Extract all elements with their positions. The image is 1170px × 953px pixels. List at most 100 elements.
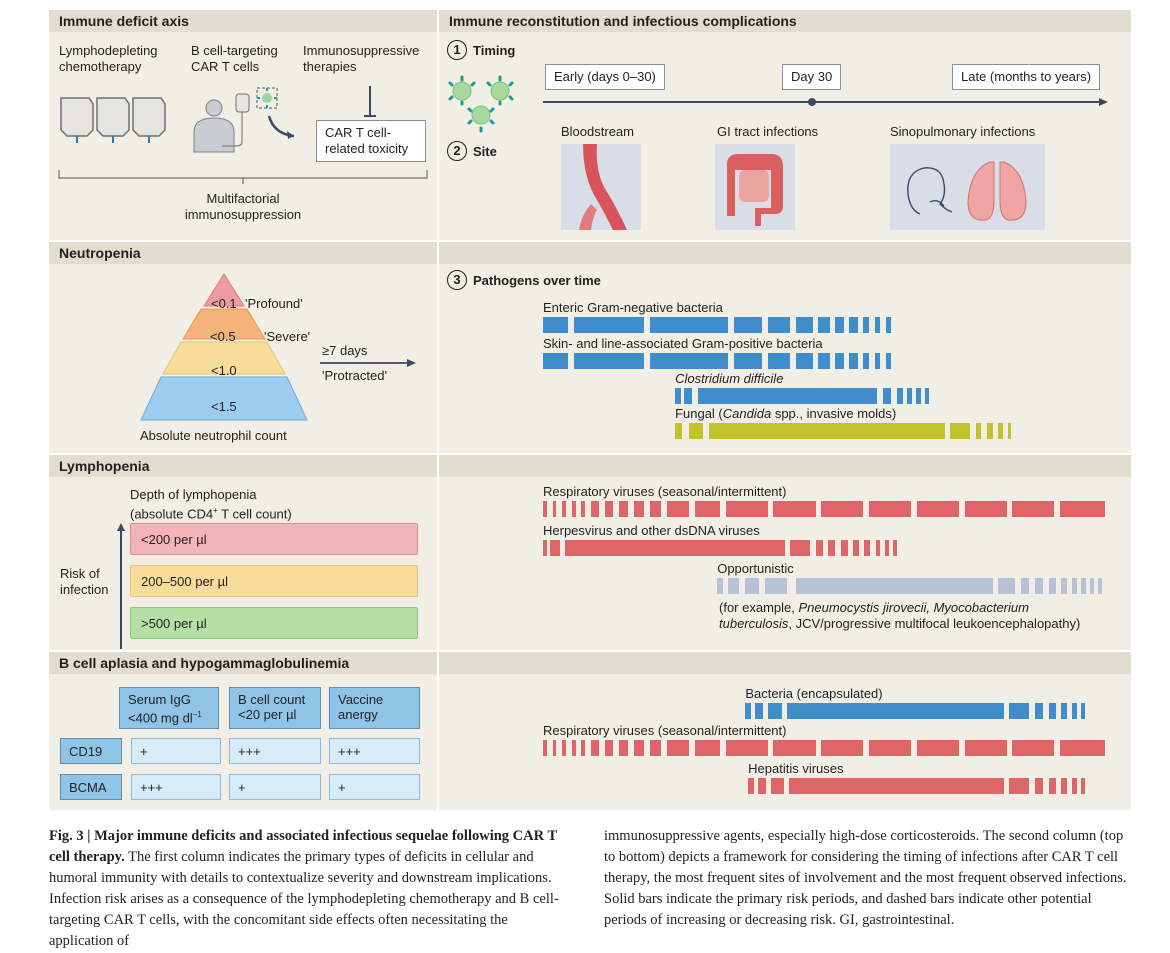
timeline-bar-segment [986, 423, 993, 439]
timeline-bar-segment [543, 540, 547, 556]
section-header-lymphopenia: Lymphopenia [49, 455, 437, 477]
timeline-bar-segment [552, 501, 557, 517]
row-divider [49, 650, 1131, 652]
arrow-right-icon [320, 359, 416, 367]
timeline-bar-segment [1009, 703, 1030, 719]
table-header-b-cell-count: B cell count <20 per µl [229, 687, 321, 729]
anc-profound-label: 'Profound' [245, 296, 303, 311]
pyramid-level-2 [140, 376, 308, 421]
timeline-bar-segment [1081, 703, 1085, 719]
timeline-bar-segment [916, 740, 959, 756]
caption-text: The first column indicates the primary t… [49, 849, 559, 949]
timeline-bar-segment [835, 353, 844, 369]
timeline-bar-segment [728, 578, 739, 594]
section-header-blank [439, 652, 1131, 674]
timeline-bar-segment [573, 317, 645, 333]
timeline-bar-segment [840, 540, 848, 556]
series-label: Hepatitis viruses [748, 761, 844, 776]
timeline-bar-segment [1009, 778, 1030, 794]
timeline-bar-segment [1061, 778, 1067, 794]
timeline-bar-segment [745, 578, 760, 594]
timeline-bar-segment [1020, 578, 1030, 594]
timeline-bar-segment [581, 501, 586, 517]
timeline-bar-segment [1048, 578, 1056, 594]
timeline-bar-segment [1060, 501, 1105, 517]
timeline-bar-segment [675, 423, 683, 439]
timeline-bar-segment [964, 501, 1007, 517]
column-divider [437, 10, 439, 810]
risk-arrow-icon [117, 523, 125, 649]
series-label: Fungal (Candida spp., invasive molds) [675, 406, 897, 421]
car-t-cells-icon [448, 75, 514, 133]
site-heading: 2 Site [447, 141, 497, 161]
timeline-bar-segment [1012, 501, 1055, 517]
section-title: B cell aplasia and hypogammaglobulinemia [59, 655, 350, 671]
table-cell: +++ [229, 738, 321, 764]
timeline-bar-segment [1072, 578, 1077, 594]
timeline-bar-segment [565, 540, 785, 556]
blood-vessel-icon [561, 144, 641, 230]
timeline-bar-segment [828, 540, 836, 556]
timeline-bar-segment [818, 353, 830, 369]
step-number: 3 [447, 270, 467, 290]
timeline-bar-segment [745, 703, 751, 719]
table-row-label-cd19: CD19 [60, 738, 122, 764]
timeline-axis [543, 98, 1108, 106]
timeline-bar-segment [916, 501, 959, 517]
table-cell: + [131, 738, 221, 764]
timeline-late-label: Late (months to years) [952, 64, 1101, 90]
timeline-bar-segment [885, 353, 892, 369]
section-title: Lymphopenia [59, 458, 150, 474]
timeline-bar-segment [916, 388, 921, 404]
timeline-bar-segment [893, 540, 898, 556]
timeline-bar-segment [618, 501, 629, 517]
timeline-bar-segment [770, 778, 784, 794]
timeline-bar-segment [1061, 703, 1067, 719]
section-title: Immune deficit axis [59, 13, 189, 29]
anc-15-value: <1.5 [211, 399, 237, 414]
section-header-blank [439, 455, 1131, 477]
label-lymphodepleting: Lymphodepleting chemotherapy [59, 43, 158, 74]
timeline-bar-segment [1048, 778, 1056, 794]
timeline-bar-segment [571, 501, 576, 517]
timeline-bar-segment [590, 501, 600, 517]
timing-heading: 1 Timing [447, 40, 515, 60]
timeline-bar-segment [1048, 703, 1056, 719]
table-cell: +++ [329, 738, 420, 764]
timeline-bar-segment [1072, 703, 1077, 719]
timeline-bar-segment [853, 540, 859, 556]
step-number: 1 [447, 40, 467, 60]
timeline-bar-segment [897, 388, 903, 404]
label-b-cell-targeting: B cell-targeting CAR T cells [191, 43, 278, 74]
timeline-bar-segment [1060, 740, 1105, 756]
section-header-immune-deficit: Immune deficit axis [49, 10, 437, 32]
timeline-bar-segment [634, 740, 645, 756]
anc-profound-value: <0.1 [211, 296, 237, 311]
timeline-bar-segment [634, 501, 645, 517]
timeline-bar-segment [675, 388, 681, 404]
section-title: Neutropenia [59, 245, 141, 261]
section-header-neutropenia: Neutropenia [49, 242, 437, 264]
timeline-bar-segment [717, 578, 723, 594]
table-row-label-bcma: BCMA [60, 774, 122, 800]
row-divider [49, 240, 1131, 242]
multifactorial-label: Multifactorial immunosuppression [184, 191, 302, 222]
timeline-bar-segment [975, 423, 982, 439]
timeline-bar-segment [562, 501, 567, 517]
timeline-bar-segment [875, 540, 881, 556]
series-label: Opportunistic [717, 561, 794, 576]
pyramid-level-severe [182, 308, 266, 340]
series-label: Respiratory viruses (seasonal/intermitte… [543, 723, 787, 738]
timeline-bar-segment [562, 740, 567, 756]
site-bloodstream-label: Bloodstream [561, 124, 634, 139]
timeline-bar-segment [1034, 578, 1044, 594]
timeline-bar-segment [815, 540, 823, 556]
timeline-bar-segment [748, 778, 754, 794]
timeline-bar-segment [907, 388, 912, 404]
timeline-bar-segment [767, 703, 782, 719]
timeline-bar-segment [883, 388, 892, 404]
timeline-bar-segment [773, 740, 816, 756]
anc-1-value: <1.0 [211, 363, 237, 378]
timeline-bar-segment [818, 317, 830, 333]
timeline-bar-segment [694, 501, 721, 517]
